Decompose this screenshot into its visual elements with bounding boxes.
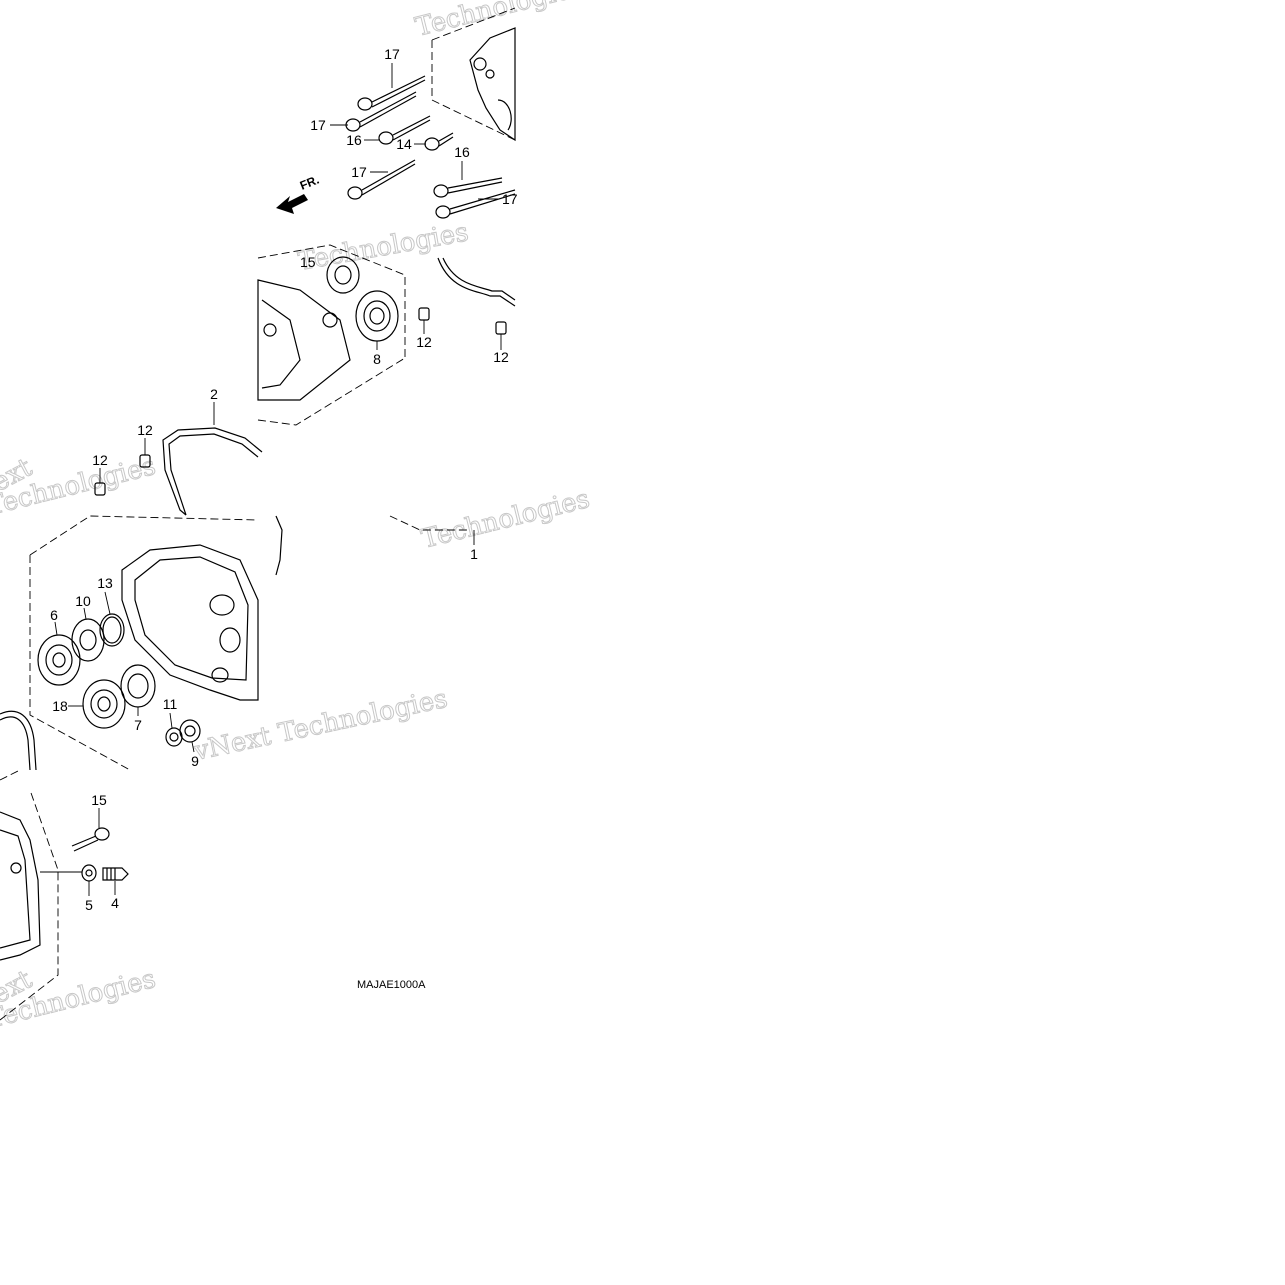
callout-label: 17	[351, 164, 367, 180]
transmission-case-lower	[29, 515, 259, 771]
drain-plug	[102, 867, 129, 881]
callout-label: 16	[454, 144, 470, 160]
flange-bolt	[435, 189, 516, 219]
callout-label: 15	[91, 792, 107, 808]
callout-label: 11	[163, 696, 178, 712]
callout-label: 6	[50, 607, 58, 623]
gasket	[275, 515, 470, 576]
front-direction-marker: FR.	[276, 173, 321, 214]
flange-bolt	[357, 75, 426, 111]
flange-bolt	[433, 177, 503, 198]
dowel-pin	[495, 321, 507, 335]
callout-label: 17	[384, 46, 400, 62]
callout-label: 2	[210, 386, 218, 402]
ball-bearing	[120, 664, 156, 708]
watermark-text: Technologies	[296, 217, 471, 276]
callout-labels: 17 17 16 14 16 17 17 15 8 12 12 2 12 12 …	[50, 46, 518, 913]
flange-bolt	[347, 159, 416, 200]
callout-label: 7	[134, 717, 142, 733]
oil-seal	[71, 618, 105, 662]
gasket	[162, 427, 263, 516]
callout-label: 17	[502, 191, 518, 207]
sealing-washer	[81, 864, 97, 882]
snap-ring	[99, 613, 125, 647]
watermark-layer: Technologies Technologies ext Technologi…	[0, 0, 593, 1035]
callout-label: 12	[493, 349, 509, 365]
callout-label: 12	[92, 452, 108, 468]
flange-bolt	[378, 115, 431, 145]
transmission-case-bottom	[0, 769, 59, 1021]
callout-label: 8	[373, 351, 381, 367]
transmission-case-upper	[257, 244, 406, 426]
callout-label: 12	[416, 334, 432, 350]
callout-label: 16	[346, 132, 362, 148]
case-gasket-right	[437, 257, 516, 307]
ball-bearing	[82, 679, 126, 729]
dowel-pin	[418, 307, 430, 321]
callout-label: 9	[191, 753, 199, 769]
oil-seal	[179, 719, 201, 743]
callout-label: 17	[310, 117, 326, 133]
watermark-text: Technologies	[418, 484, 592, 555]
callout-label: 10	[75, 593, 91, 609]
bolt-set	[345, 75, 516, 219]
callout-label: 13	[97, 575, 113, 591]
callout-label: 1	[470, 546, 478, 562]
callout-label: 18	[52, 698, 68, 714]
ball-bearing	[355, 290, 399, 342]
callout-label: 5	[85, 897, 93, 913]
callout-label: 12	[137, 422, 153, 438]
callout-label: 14	[396, 136, 412, 152]
callout-label: 4	[111, 895, 119, 911]
leader-lines	[40, 63, 502, 896]
front-marker-label: FR.	[298, 173, 321, 193]
ball-bearing	[37, 634, 81, 686]
flange-bolt	[424, 132, 454, 151]
rear-cover-assembly	[431, 7, 516, 142]
gasket	[0, 710, 37, 771]
watermark-text: Technologies	[412, 0, 586, 43]
flange-bolt	[71, 827, 110, 852]
callout-label: 15	[300, 254, 316, 270]
diagram-reference-code: MAJAE1000A	[357, 979, 426, 991]
